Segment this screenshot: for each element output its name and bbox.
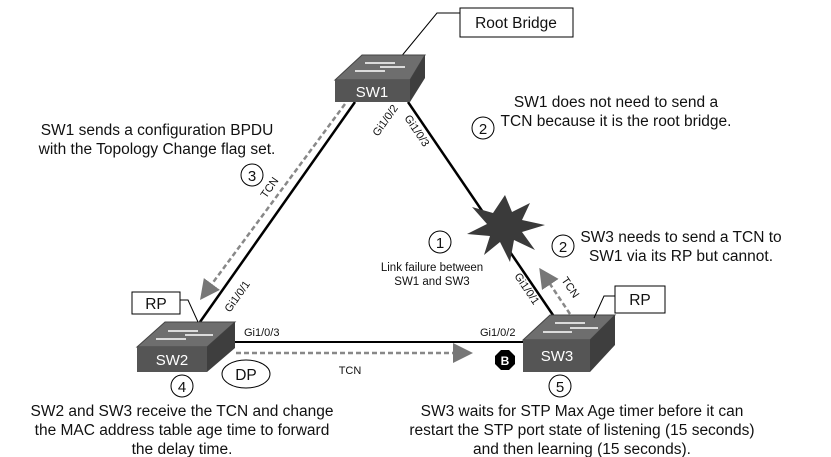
svg-text:2: 2	[479, 121, 487, 138]
svg-text:and then learning (15 seconds): and then learning (15 seconds).	[473, 441, 691, 457]
dp-label: DP	[235, 367, 257, 384]
link-failure-burst-icon	[467, 195, 545, 262]
rp-sw3-box	[614, 285, 666, 314]
step-2b-text: SW3 needs to send a TCN to SW1 via its R…	[580, 229, 781, 265]
svg-text:1: 1	[436, 235, 444, 252]
svg-text:4: 4	[178, 379, 186, 396]
switch-sw1-label: SW1	[356, 84, 389, 101]
step-2a-marker: 2	[471, 116, 495, 140]
step-5-marker: 5	[548, 374, 572, 398]
blocked-label: B	[501, 354, 510, 368]
switch-sw2-label: SW2	[156, 352, 189, 369]
rp-sw2-leader	[180, 299, 199, 323]
root-bridge-leader	[399, 12, 460, 59]
root-bridge-label: Root Bridge	[475, 15, 557, 32]
svg-text:2: 2	[559, 239, 567, 256]
step-1-marker: 1	[428, 230, 452, 254]
rp-sw3-leader	[593, 295, 615, 319]
svg-text:SW1 sends a configuration BPDU: SW1 sends a configuration BPDU	[41, 122, 274, 139]
step-3-text: SW1 sends a configuration BPDU with the …	[38, 122, 276, 158]
step-4-text: SW2 and SW3 receive the TCN and change t…	[31, 403, 334, 457]
switch-sw3[interactable]: SW3	[521, 314, 617, 372]
svg-text:SW3 needs to send a TCN to: SW3 needs to send a TCN to	[580, 229, 781, 246]
switch-arrows-icon	[156, 330, 213, 340]
port-sw3-left: Gi1/0/2	[480, 327, 515, 339]
link-sw1-sw2	[198, 101, 357, 323]
step-4-marker: 4	[170, 374, 194, 398]
rp-sw2-label: RP	[145, 296, 167, 313]
root-bridge-box	[459, 7, 574, 38]
step-1-text: Link failure between SW1 and SW3	[381, 262, 483, 288]
svg-text:restart the STP port state of: restart the STP port state of listening …	[409, 422, 754, 439]
step-2a-text: SW1 does not need to send a TCN because …	[501, 94, 732, 130]
tcn-label-right: TCN	[559, 275, 582, 300]
svg-text:SW1 does not need to send a: SW1 does not need to send a	[514, 94, 719, 111]
dp-ellipse	[221, 359, 271, 389]
rp-sw3-label: RP	[629, 292, 651, 309]
svg-text:SW3 waits for STP Max Age time: SW3 waits for STP Max Age timer before i…	[421, 403, 744, 420]
svg-text:TCN because it is the root bri: TCN because it is the root bridge.	[501, 113, 732, 130]
step-3-marker: 3	[240, 163, 264, 187]
step-2b-marker: 2	[551, 234, 575, 258]
svg-text:3: 3	[248, 168, 256, 185]
step-5-text: SW3 waits for STP Max Age timer before i…	[409, 403, 754, 457]
port-sw1-left: Gi1/0/2	[371, 103, 401, 139]
switch-arrows-icon	[355, 62, 405, 72]
svg-text:Link failure between: Link failure between	[381, 262, 483, 274]
switch-sw2[interactable]: SW2	[135, 321, 237, 372]
tcn-arrow-sw3-up	[539, 267, 572, 315]
svg-text:SW1 and SW3: SW1 and SW3	[394, 276, 469, 288]
svg-text:SW2 and SW3 receive the TCN an: SW2 and SW3 receive the TCN and change	[31, 403, 334, 420]
rp-sw2-box	[131, 291, 181, 315]
port-sw2-right: Gi1/0/3	[244, 327, 279, 339]
svg-text:SW1 via its RP but cannot.: SW1 via its RP but cannot.	[589, 248, 773, 265]
blocked-port-icon	[495, 350, 515, 370]
switch-arrows-icon	[543, 322, 598, 333]
svg-text:the MAC address table age time: the MAC address table age time to forwar…	[35, 422, 330, 439]
svg-text:with the Topology Change flag: with the Topology Change flag set.	[38, 141, 276, 158]
svg-text:the delay time.: the delay time.	[132, 441, 233, 457]
switch-sw3-label: SW3	[541, 348, 574, 365]
tcn-label-bottom: TCN	[339, 365, 362, 377]
switch-sw1[interactable]: SW1	[333, 54, 426, 102]
svg-text:5: 5	[556, 379, 564, 396]
